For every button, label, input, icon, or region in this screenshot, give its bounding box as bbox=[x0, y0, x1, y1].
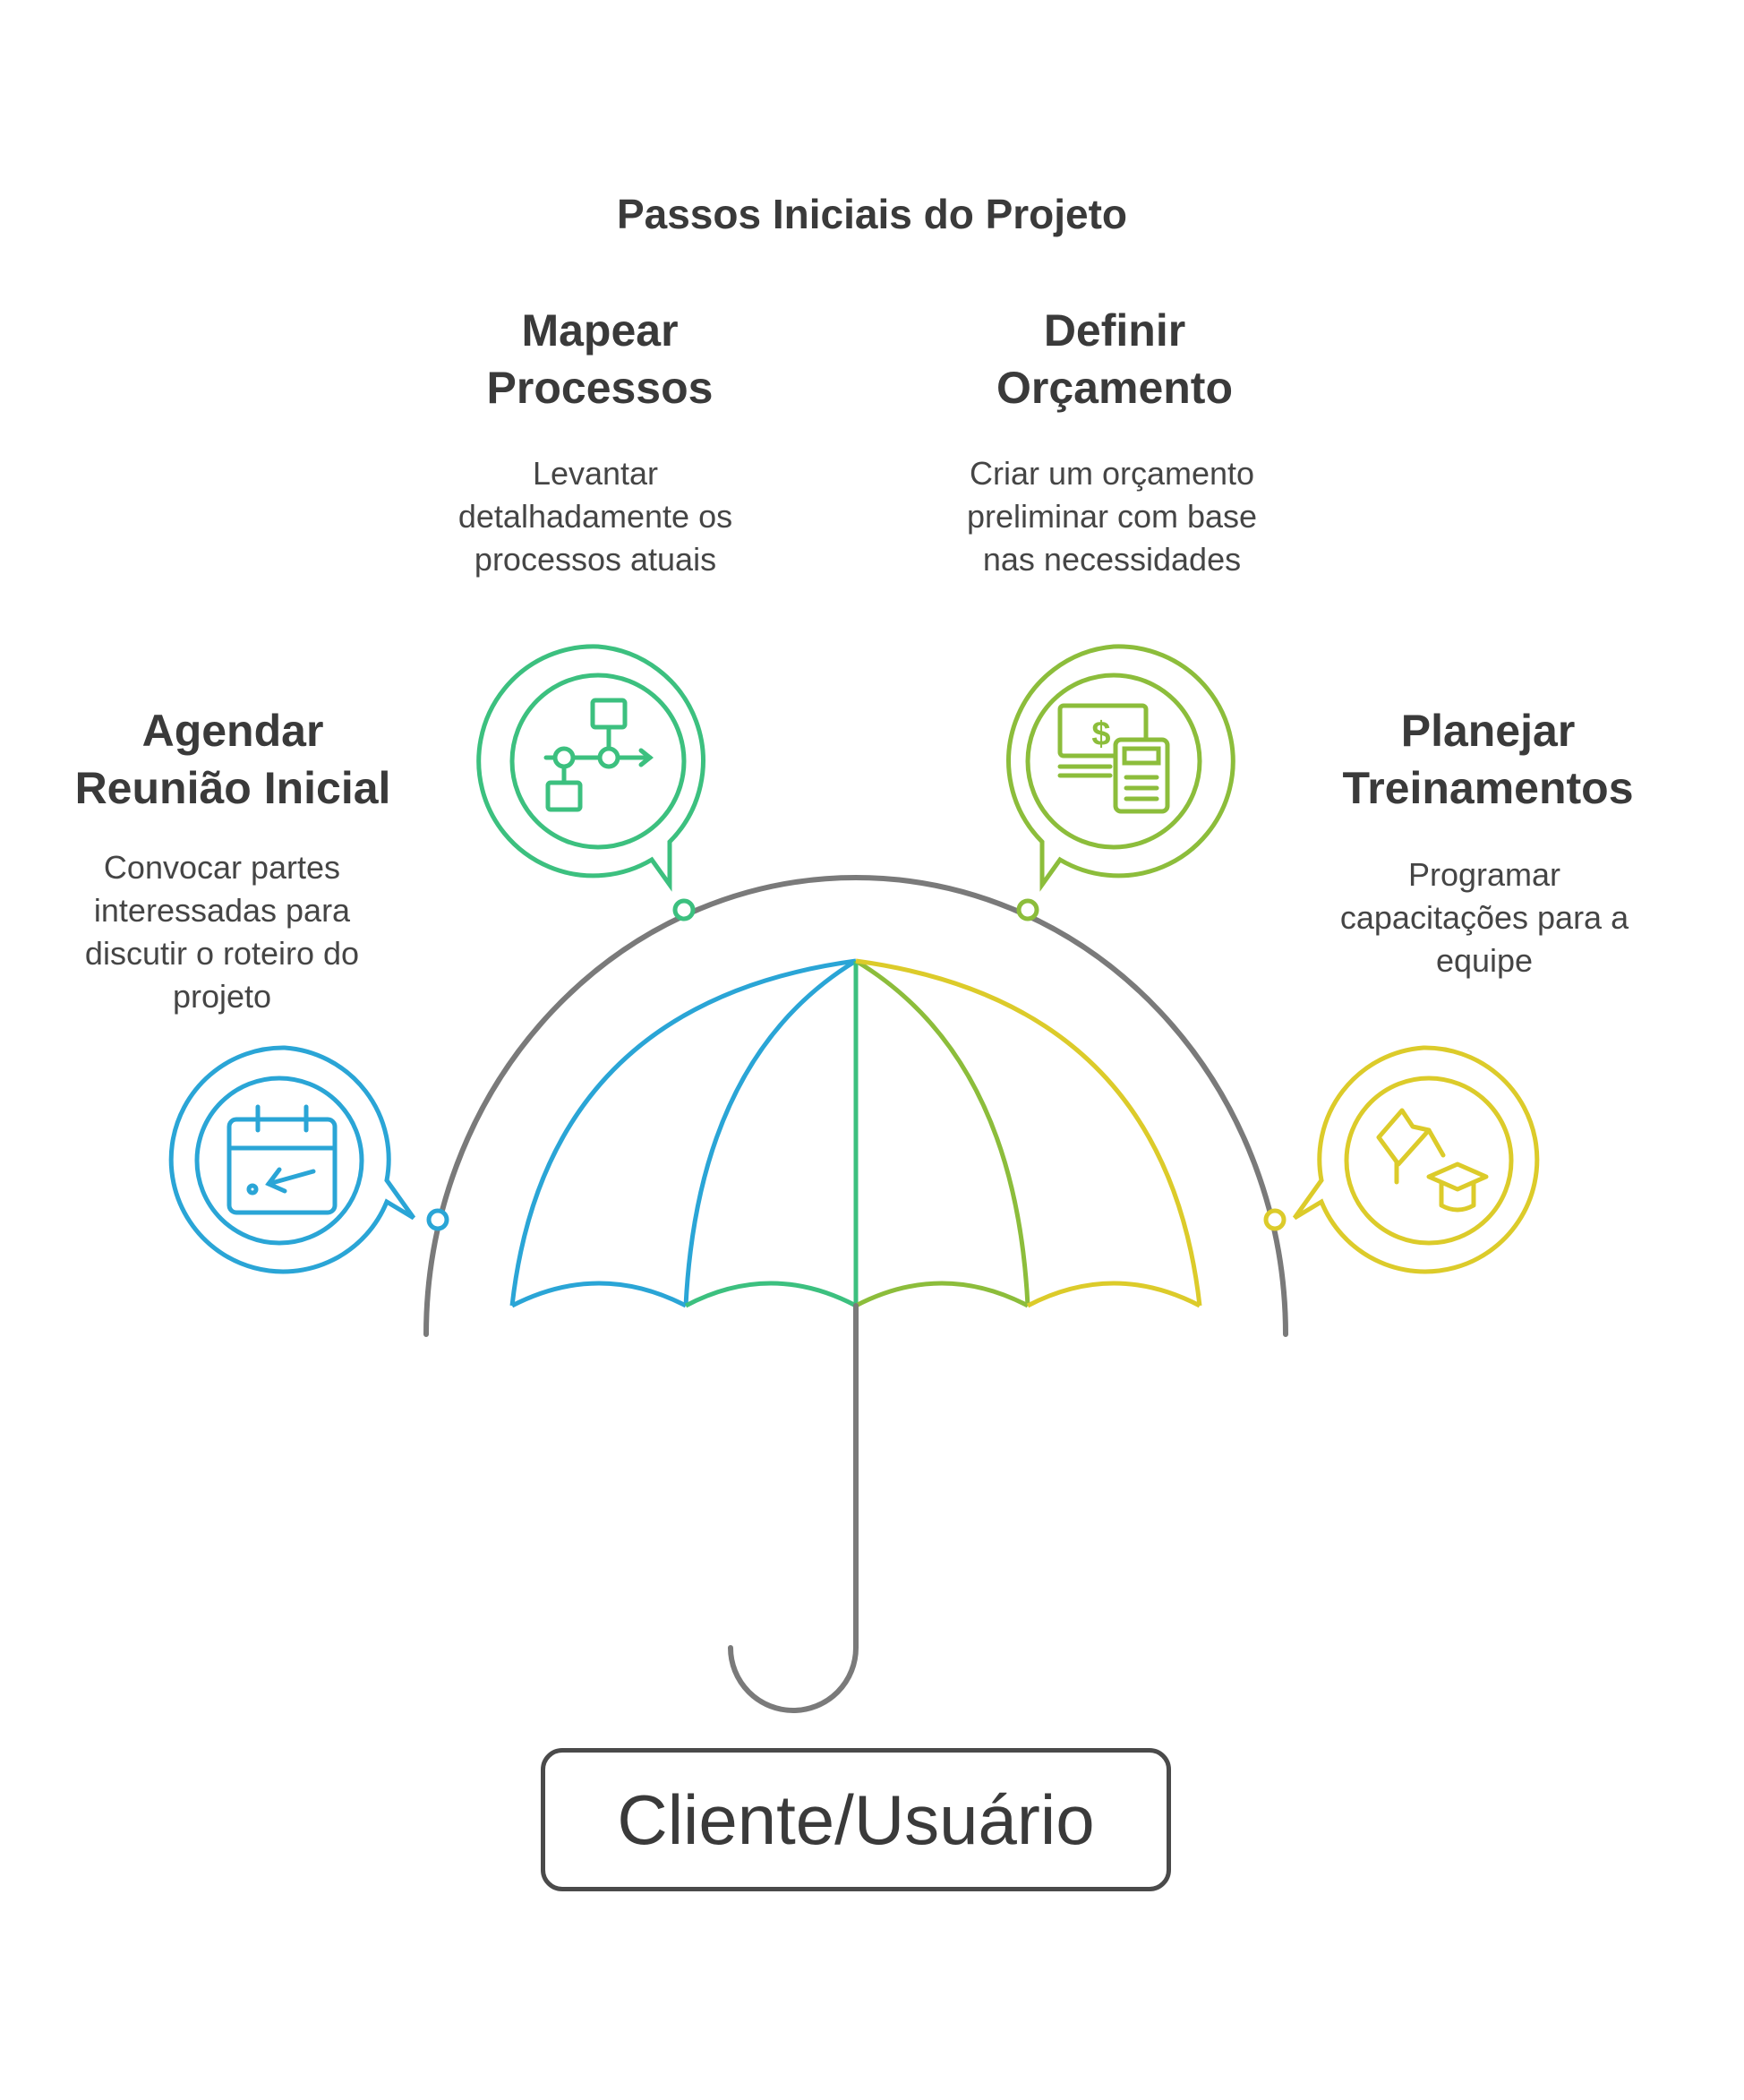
canopy-scallop-4 bbox=[1026, 1281, 1201, 1308]
step-title-line: Mapear bbox=[521, 305, 679, 356]
canopy-rib-yellow-outer bbox=[855, 958, 1202, 1307]
step-title-line: Reunião Inicial bbox=[74, 763, 391, 813]
connector-dot-agendar bbox=[426, 1208, 449, 1231]
step-desc-line: projeto bbox=[172, 978, 272, 1015]
step-desc-line: detalhadamente os bbox=[457, 498, 733, 535]
step-desc-agendar: Convocar partes interessadas para discut… bbox=[34, 846, 410, 1018]
canopy-rib-green-inner bbox=[854, 958, 1030, 1307]
step-desc-line: Criar um orçamento bbox=[969, 455, 1255, 492]
step-title-line: Agendar bbox=[141, 706, 324, 756]
footer-label-box: Cliente/Usuário bbox=[541, 1748, 1171, 1891]
canopy-rib-blue-outer bbox=[509, 958, 857, 1307]
umbrella-handle bbox=[728, 1303, 859, 1713]
canopy-scallop-1 bbox=[510, 1281, 688, 1308]
step-desc-line: Programar bbox=[1407, 856, 1561, 893]
canopy-scallop-3 bbox=[854, 1281, 1030, 1308]
step-title-definir: Definir Orçamento bbox=[882, 302, 1347, 416]
step-desc-line: capacitações para a bbox=[1339, 899, 1629, 936]
bubble-agendar bbox=[168, 1045, 416, 1274]
step-desc-line: nas necessidades bbox=[982, 541, 1242, 578]
page-title: Passos Iniciais do Projeto bbox=[616, 191, 1128, 237]
connector-dot-definir bbox=[1016, 898, 1039, 921]
step-title-line: Orçamento bbox=[996, 363, 1233, 413]
bubble-mapear bbox=[476, 644, 705, 892]
step-desc-definir: Criar um orçamento preliminar com base n… bbox=[924, 452, 1300, 581]
step-desc-line: discutir o roteiro do bbox=[84, 935, 360, 972]
step-title-line: Definir bbox=[1043, 305, 1186, 356]
step-desc-line: interessadas para bbox=[93, 892, 351, 929]
bubble-definir: $ bbox=[1006, 644, 1235, 892]
canopy-scallop-2 bbox=[684, 1281, 858, 1308]
canopy-rib-blue-inner bbox=[683, 958, 858, 1307]
step-desc-line: preliminar com base bbox=[966, 498, 1258, 535]
step-desc-line: processos atuais bbox=[474, 541, 717, 578]
step-title-agendar: Agendar Reunião Inicial bbox=[0, 702, 466, 817]
flowchart-icon bbox=[543, 698, 654, 812]
connector-dot-mapear bbox=[672, 898, 696, 921]
svg-text:$: $ bbox=[1091, 716, 1110, 753]
step-desc-mapear: Levantar detalhadamente os processos atu… bbox=[407, 452, 783, 581]
step-title-line: Treinamentos bbox=[1342, 763, 1634, 813]
bubble-planejar bbox=[1292, 1045, 1540, 1274]
calendar-icon bbox=[227, 1104, 338, 1215]
step-title-mapear: Mapear Processos bbox=[367, 302, 833, 416]
step-desc-line: Levantar bbox=[532, 455, 659, 492]
budget-calculator-icon: $ bbox=[1057, 703, 1170, 814]
step-title-line: Processos bbox=[486, 363, 714, 413]
step-title-planejar: Planejar Treinamentos bbox=[1255, 702, 1721, 817]
footer-label: Cliente/Usuário bbox=[617, 1779, 1095, 1859]
step-desc-planejar: Programar capacitações para a equipe bbox=[1296, 853, 1672, 982]
connector-dot-planejar bbox=[1263, 1208, 1287, 1231]
step-desc-line: Convocar partes bbox=[103, 849, 341, 886]
umbrella-arc bbox=[423, 875, 1288, 1337]
step-title-line: Planejar bbox=[1400, 706, 1576, 756]
training-graduation-icon bbox=[1376, 1108, 1489, 1213]
step-desc-line: equipe bbox=[1435, 942, 1534, 979]
